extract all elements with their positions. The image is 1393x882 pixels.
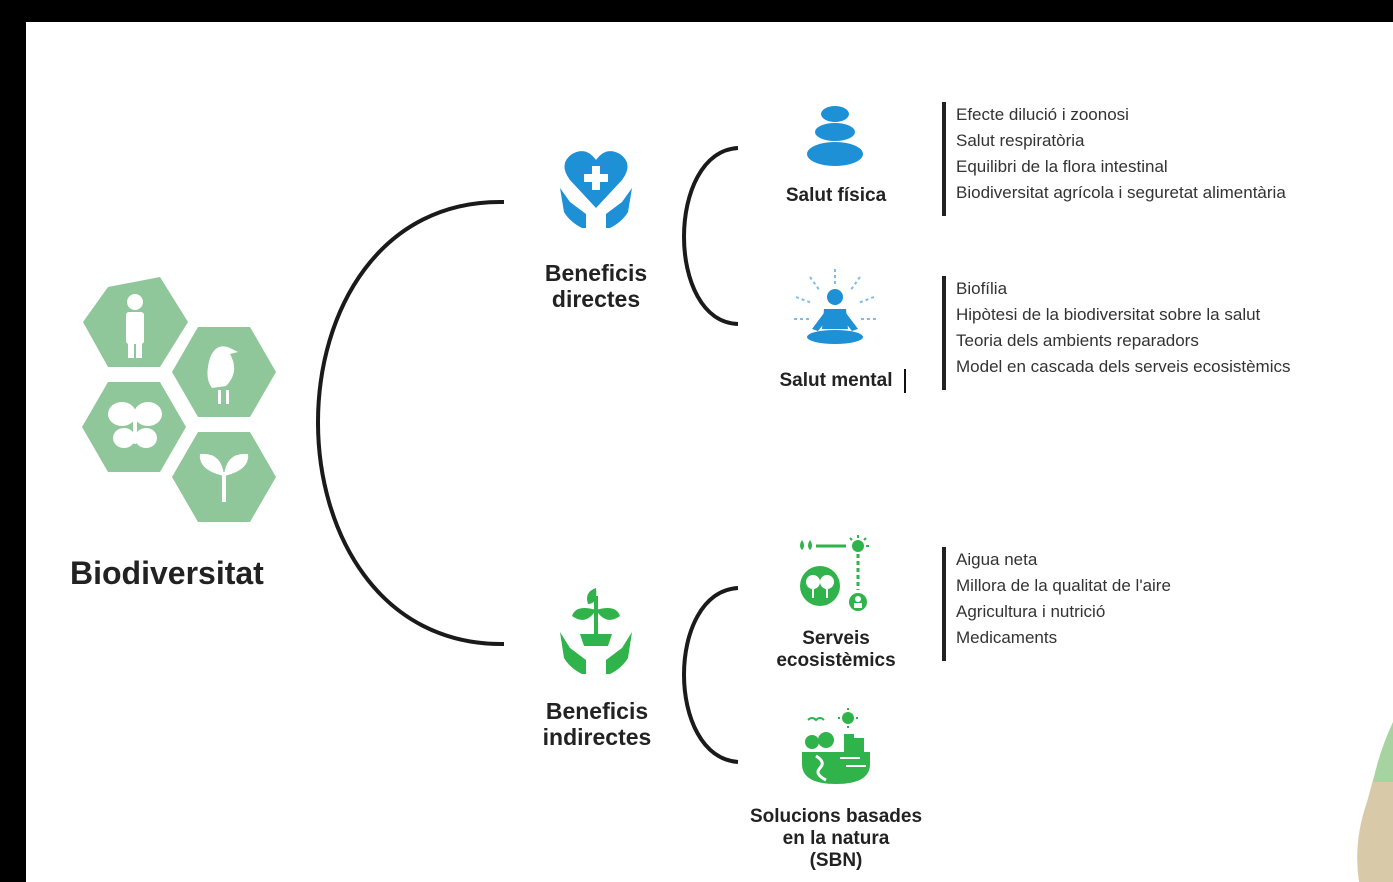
meditation-icon — [794, 269, 876, 344]
stacked-stones-icon — [807, 106, 863, 166]
beneficis-directes-label: Beneficis directes — [526, 260, 666, 312]
nature-city-icon — [802, 708, 870, 784]
list-item: Agricultura i nutrició — [956, 602, 1106, 621]
serveis-line2: ecosistèmics — [776, 650, 896, 671]
connector-curves — [316, 146, 739, 764]
sbn-line2: en la natura — [782, 828, 890, 849]
serveis-line1: Serveis — [802, 628, 870, 649]
list-item: Teoria dels ambients reparadors — [956, 331, 1199, 350]
serveis-list: Aigua neta Millora de la qualitat de l'a… — [942, 547, 1171, 661]
direct-arc — [682, 146, 739, 326]
butterfly-icon — [108, 402, 162, 448]
sbn-line1: Solucions basades — [749, 806, 923, 827]
list-item: Millora de la qualitat de l'aire — [956, 576, 1171, 595]
biodiversitat-label: Biodiversitat — [70, 555, 264, 591]
indirect-arc — [682, 586, 739, 764]
list-bar — [942, 276, 946, 390]
partial-image-fragment — [1357, 722, 1393, 882]
list-bar — [942, 547, 946, 661]
salut-fisica-label: Salut física — [785, 185, 887, 206]
salut-mental-list: Biofília Hipòtesi de la biodiversitat so… — [942, 276, 1291, 390]
hexagon-cluster — [82, 277, 276, 522]
person-icon — [126, 294, 144, 358]
sbn-line3: (SBN) — [809, 850, 863, 871]
list-item: Aigua neta — [956, 550, 1038, 569]
sprout-icon — [199, 453, 249, 502]
list-item: Salut respiratòria — [956, 131, 1085, 150]
salut-mental-label: Salut mental — [779, 370, 893, 391]
plant-hands-icon — [560, 588, 632, 674]
list-item: Hipòtesi de la biodiversitat sobre la sa… — [956, 305, 1261, 324]
list-item: Biofília — [956, 279, 1008, 298]
direct-line1: Beneficis — [544, 260, 648, 286]
list-bar — [942, 102, 946, 216]
indirect-line2: indirectes — [542, 724, 652, 750]
beneficis-indirectes-label: Beneficis indirectes — [522, 698, 672, 750]
list-item: Efecte dilució i zoonosi — [956, 105, 1129, 124]
diagram-canvas: Biodiversitat Beneficis directes Salut f… — [26, 22, 1393, 882]
salut-fisica-list: Efecte dilució i zoonosi Salut respiratò… — [942, 102, 1286, 216]
direct-line2: directes — [551, 286, 641, 312]
sbn-label: Solucions basades en la natura (SBN) — [726, 806, 946, 872]
root-arc — [316, 199, 505, 647]
ecosystem-services-icon — [800, 535, 869, 611]
list-item: Medicaments — [956, 628, 1058, 647]
text-cursor — [904, 369, 906, 393]
indirect-line1: Beneficis — [545, 698, 649, 724]
serveis-ecosistemics-label: Serveis ecosistèmics — [751, 628, 921, 672]
list-item: Biodiversitat agrícola i seguretat alime… — [956, 183, 1286, 202]
list-item: Model en cascada dels serveis ecosistèmi… — [956, 357, 1291, 376]
heart-hands-icon — [560, 151, 632, 228]
list-item: Equilibri de la flora intestinal — [956, 157, 1168, 176]
bird-icon — [207, 346, 238, 404]
